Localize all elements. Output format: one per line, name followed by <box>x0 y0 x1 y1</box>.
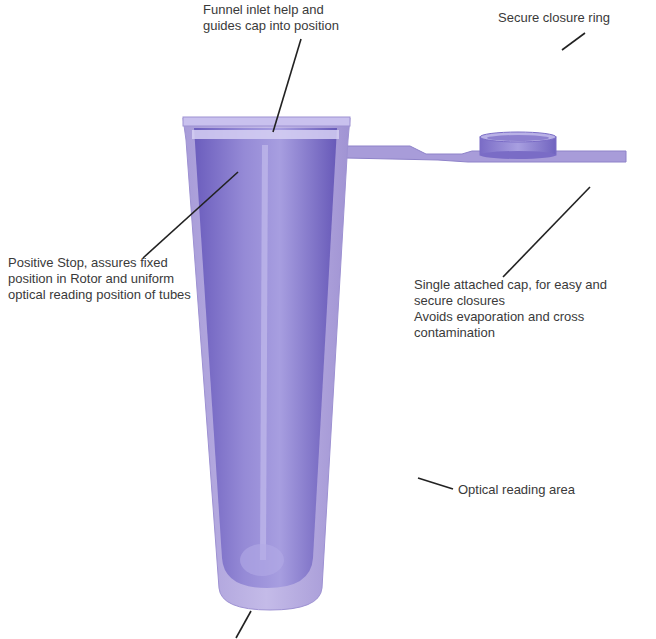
closure-ring <box>480 132 556 159</box>
leader-line <box>418 478 453 489</box>
tube-highlight <box>260 145 268 560</box>
callout-label: Funnel inlet help and guides cap into po… <box>203 2 363 34</box>
tube-bottom-highlight <box>240 544 284 576</box>
leader-line <box>143 172 238 258</box>
callout-label: Avoids evaporation and cross contaminati… <box>414 309 639 341</box>
funnel-band <box>192 130 339 139</box>
callout-label: Optical reading area <box>458 482 618 498</box>
leader-lines <box>143 33 590 638</box>
tube-body <box>183 118 350 610</box>
tube-rim <box>183 117 350 126</box>
leader-line <box>503 187 590 277</box>
tube-inner <box>194 128 337 588</box>
callout-label: Positive Stop, assures fixed position in… <box>8 255 208 303</box>
callout-label: Single attached cap, for easy and secure… <box>414 277 639 309</box>
callout-label: Secure closure ring <box>498 10 648 26</box>
leader-line <box>273 39 301 132</box>
leader-line <box>236 611 251 638</box>
leader-line <box>562 33 585 50</box>
